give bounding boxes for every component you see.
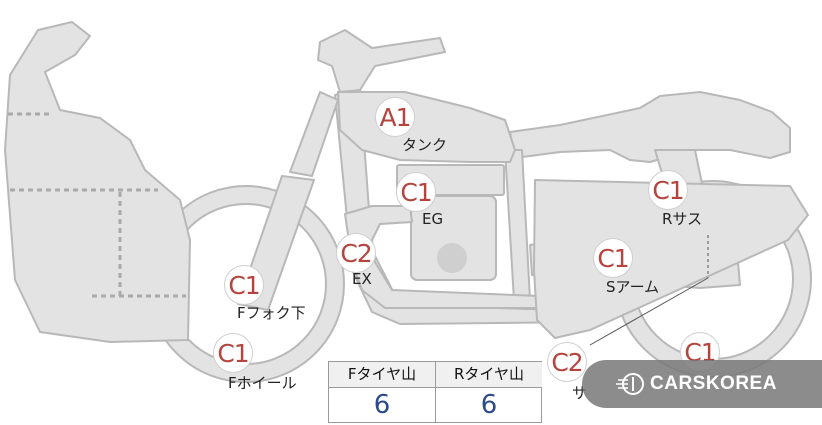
front-fork-grade: C1 [224,265,264,305]
engine-label: EG [422,210,444,228]
rear-tire-value: 6 [480,390,498,420]
table-divider [435,362,436,422]
front-fork-label: Fフォク下 [237,304,306,322]
rear-suspension-grade: C1 [648,170,688,210]
front-tire-header: Fタイヤ山 [329,362,435,388]
engine-shape [396,164,505,281]
front-fork-shape [289,91,339,177]
front-wheel-grade: C1 [213,333,253,373]
rear-tire-header: Rタイヤ山 [436,362,542,388]
seat-shape [509,91,791,163]
muffler-grade: C2 [547,342,587,382]
engine-grade: C1 [396,172,436,212]
tank-grade: A1 [375,97,415,137]
swing-arm-label: Sアーム [606,278,660,296]
front-tire-value: 6 [373,390,391,420]
logo-mark-icon [616,373,644,395]
front-wheel-label: Fホイール [228,374,297,392]
fairing-shape [4,21,191,343]
rear-suspension-label: Rサス [662,210,703,228]
tank-label: タンク [402,136,448,154]
swing-arm-grade: C1 [593,238,633,278]
tire-tread-table: Fタイヤ山 Rタイヤ山 6 6 [328,361,542,423]
logo-text: CARSKOREA [650,373,777,394]
carskorea-logo: CARSKOREA [582,360,822,408]
frame-rail-shape [504,149,531,301]
muffler-shape [533,179,809,339]
handlebar-shape [317,29,446,93]
exhaust-label: EX [352,270,372,288]
exhaust-grade: C2 [336,233,376,273]
